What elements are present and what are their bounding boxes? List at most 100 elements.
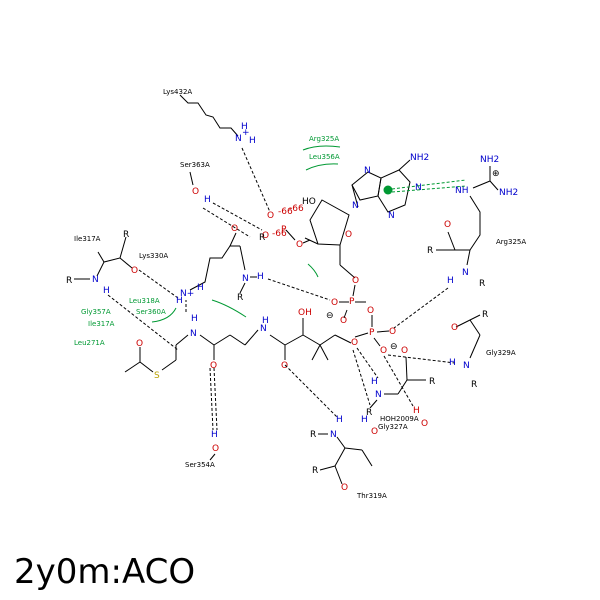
atom-ile317-N: N	[92, 275, 99, 285]
atom-chain-O3: O	[136, 339, 143, 349]
label-ile317-top: Ile317A	[74, 235, 101, 243]
atom-lys330-N2H: H	[257, 272, 264, 282]
atom-lys330-H: H	[197, 283, 204, 293]
atom-pp-O6: O	[380, 346, 387, 356]
atom-ser354-O: O	[212, 444, 219, 454]
atom-chain-OH: OH	[298, 308, 312, 318]
charge-pp-minus1: ⊖	[326, 311, 334, 321]
label-gly357: Gly357A	[81, 308, 111, 316]
residue-ile317: Ile317A R O N R H	[66, 230, 179, 351]
label-leu318: Leu318A	[129, 297, 160, 305]
pi-cation-marker	[383, 185, 393, 195]
atom-thr319-R2: R	[312, 466, 318, 476]
charge-p3-1: -66	[278, 207, 293, 217]
atom-gly327-O: O	[401, 346, 408, 356]
atom-hoh-O: O	[421, 419, 428, 429]
label-ser363: Ser363A	[180, 161, 210, 169]
atom-arg325-R2: R	[479, 279, 485, 289]
atom-arg325-R1: R	[427, 246, 433, 256]
atom-ile317-R1: R	[123, 230, 129, 240]
hydrophobic-cluster-left: Leu318A Ser360A Gly357A Ile317A Leu271A	[74, 263, 319, 347]
atom-chain-O2: O	[210, 361, 217, 371]
label-arg325-green: Arg325A	[309, 135, 339, 143]
atom-thr319-O: O	[341, 483, 348, 493]
label-arg325: Arg325A	[496, 238, 526, 246]
atom-pp-O2: O	[331, 298, 338, 308]
atom-lys330-H2: H	[176, 296, 183, 306]
residue-thr319: H N R R O Thr319A	[310, 415, 387, 500]
atom-p3-O3: O	[296, 240, 303, 250]
atom-gly329-R2: R	[471, 380, 477, 390]
svg-text:+: +	[242, 128, 250, 138]
atom-adenine-N3: N	[388, 211, 395, 221]
atom-p3-P: P	[281, 225, 287, 235]
atom-pp-P2: P	[369, 328, 375, 338]
atom-hoh-H1: H	[413, 406, 420, 416]
atom-arg325-NH2a: NH2	[480, 155, 499, 165]
charge-p3-2: -66	[289, 204, 304, 214]
atom-pp-O5: O	[340, 316, 347, 326]
atom-arg325-NH: NH	[455, 186, 469, 196]
atom-pp-P1: P	[349, 297, 355, 307]
residue-arg325: NH2 NH2 NH ⊕ O R N H R Arg325A	[393, 155, 526, 329]
residue-lys432: Lys432A N + H H	[163, 88, 271, 213]
label-gly329: Gly329A	[486, 349, 516, 357]
label-hoh2009: HOH2009A	[380, 415, 419, 423]
water-hoh2009: H O HOH2009A H O	[361, 406, 428, 437]
residue-lys330: Lys330A O R N+ H H N H R	[139, 224, 331, 306]
atom-gly329-N: N	[463, 361, 470, 371]
residue-ser363: Ser363A O H	[180, 161, 263, 238]
charge-pp-minus2: ⊖	[390, 342, 398, 352]
adenine-ring: N N N N NH2	[351, 153, 467, 221]
atom-lys330-O: O	[231, 224, 238, 234]
phosphate-3prime: O -66 -66 P O -66 O	[262, 204, 311, 250]
label-lys330: Lys330A	[139, 252, 168, 260]
atom-lys330-N2: N	[242, 274, 249, 284]
atom-chain-NH2-H: H	[191, 314, 198, 324]
atom-chain-S: S	[154, 371, 160, 381]
label-ile317-green: Ile317A	[88, 320, 115, 328]
atom-p3-O1: O	[267, 211, 274, 221]
atom-ile317-O: O	[131, 266, 138, 276]
atom-ile317-R2: R	[66, 276, 72, 286]
atom-adenine-N7: N	[364, 166, 371, 176]
atom-pp-O3: O	[367, 306, 374, 316]
atom-ribose-HO: HO	[302, 197, 316, 207]
label-ser360: Ser360A	[136, 308, 166, 316]
atom-adenine-NH2: NH2	[410, 153, 429, 163]
charge-arg325-plus: ⊕	[492, 169, 500, 179]
atom-gly329-R1: R	[482, 310, 488, 320]
atom-lys330-R: R	[259, 233, 265, 243]
atom-p3-O2: O	[262, 231, 269, 241]
atom-pp-O1: O	[352, 276, 359, 286]
atom-pp-O7: O	[351, 338, 358, 348]
atom-chain-O1: O	[281, 361, 288, 371]
residue-gly329: O R N H R Gly329A	[449, 310, 516, 390]
atom-ribose-O: O	[345, 230, 352, 240]
atom-arg325-O: O	[444, 220, 451, 230]
atom-gly327-R1: R	[429, 377, 435, 387]
atom-arg325-N: N	[462, 268, 469, 278]
atom-gly327-N: N	[375, 390, 382, 400]
label-lys432: Lys432A	[163, 88, 192, 96]
label-gly327: Gly327A	[378, 423, 408, 431]
page-title: 2y0m:ACO	[14, 552, 196, 592]
residue-ser354: H O Ser354A	[185, 430, 219, 469]
atom-gly329-H: H	[449, 358, 456, 368]
atom-ser363-O: O	[192, 187, 199, 197]
atom-adenine-N9: N	[352, 201, 359, 211]
label-leu271: Leu271A	[74, 339, 105, 347]
pantetheine-chain: OH O N H O N H S O	[124, 300, 352, 431]
atom-gly327-H: H	[371, 377, 378, 387]
atom-chain-NH1: N	[260, 324, 267, 334]
atom-adenine-N1: N	[415, 183, 422, 193]
atom-lys432-H1: H	[241, 122, 248, 132]
atom-thr319-H: H	[336, 415, 343, 425]
atom-chain-NH1-H: H	[262, 316, 269, 326]
atom-hoh-O2: O	[371, 427, 378, 437]
pyrophosphate: O P O ⊖ O P O O O ⊖ O	[326, 276, 456, 407]
residue-gly327: H N O R R Gly327A	[366, 346, 435, 431]
atom-lys432-H2: H	[249, 136, 256, 146]
charge-p3-3: -66	[272, 229, 287, 239]
